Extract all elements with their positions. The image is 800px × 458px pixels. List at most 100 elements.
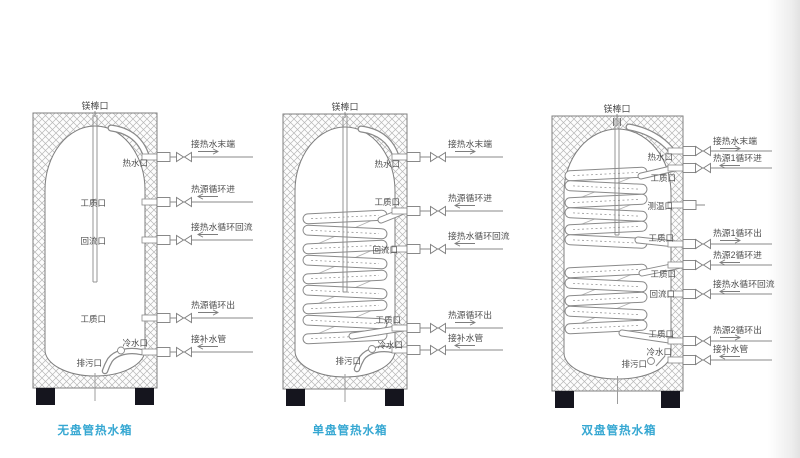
hot-outlet-tube-core	[626, 124, 674, 153]
coil-loop-dash	[573, 296, 639, 302]
pipe-ext-label: 热源2循环出	[713, 324, 762, 335]
coil-loop-tube	[302, 239, 388, 255]
coil-loop-dash	[573, 268, 639, 274]
port-label: 工质口	[650, 173, 676, 183]
tank-title: 无盘管热水箱	[57, 423, 133, 437]
pipe-ext-label: 热源2循环进	[713, 249, 762, 260]
valve-icon	[695, 288, 711, 300]
valve-icon	[695, 259, 711, 271]
pipe-ext-label: 接补水管	[191, 333, 226, 344]
port-flange	[156, 235, 171, 245]
pipe-ext-label: 接补水管	[448, 332, 483, 343]
valve-icon	[695, 145, 711, 157]
mag-port-label: 镁棒口	[81, 100, 108, 111]
cold-inlet-tube-core	[103, 349, 143, 373]
port-flange	[156, 152, 171, 162]
coil-loop	[564, 193, 648, 209]
tank-foot	[36, 388, 55, 405]
flow-arrow-icon-head	[212, 148, 219, 155]
coil-loop-dash	[573, 282, 639, 288]
valve-icon	[176, 346, 192, 358]
coil-loop	[302, 299, 388, 315]
coil-loop	[564, 305, 648, 321]
tank-cavity	[563, 128, 672, 380]
coil-loop-dash	[573, 310, 639, 316]
coil-loop	[302, 254, 388, 270]
flow-arrow-icon-head	[469, 319, 476, 326]
valve-icon	[176, 196, 192, 208]
port-label: 冷水口	[646, 347, 672, 357]
drain-label: 排污口	[76, 358, 102, 368]
port-flange	[682, 260, 697, 270]
flow-arrow-icon-head	[719, 259, 726, 266]
port-label: 工质口	[375, 315, 401, 325]
drain-label: 排污口	[621, 359, 647, 369]
hot-outlet-tube-core	[358, 126, 399, 159]
valve-icon	[176, 312, 192, 324]
port-flange	[156, 347, 171, 357]
flow-arrow-icon-head	[734, 334, 741, 341]
pipe-ext-label: 热源循环进	[191, 183, 235, 194]
coil-loop	[302, 269, 388, 285]
pipe-ext-label: 热源1循环出	[713, 227, 762, 238]
pipe-ext-label: 接热水循环回流	[191, 221, 253, 232]
port-flange	[682, 336, 697, 346]
port-label: 工质口	[80, 198, 106, 208]
coil-loop	[564, 207, 648, 222]
valve-icon	[430, 243, 446, 255]
pipe-ext-label: 接补水管	[713, 343, 748, 354]
flow-arrow-icon-head	[212, 309, 219, 316]
coil-loop	[302, 314, 388, 330]
port-flange	[682, 239, 697, 249]
coil-loop-tube	[302, 314, 388, 330]
port-flange	[682, 289, 697, 299]
stub-flange	[682, 200, 697, 210]
valve-icon	[695, 354, 711, 366]
tank-single-coil: 镁棒口热水口接热水末端工质口热源循环进回流口接热水循环回流工质口热源循环出冷水口…	[282, 101, 510, 437]
port-label: 工质口	[650, 269, 676, 279]
pipe-ext-label: 接热水末端	[713, 135, 757, 146]
tank-cavity	[44, 125, 146, 377]
port-label: 回流口	[649, 289, 675, 299]
port-label: 工质口	[374, 197, 400, 207]
port-flange	[406, 345, 421, 355]
valve-icon	[430, 151, 446, 163]
port-label: 回流口	[372, 245, 398, 255]
flow-arrow-icon-head	[734, 145, 741, 152]
pipe-ext-label: 接热水循环回流	[448, 230, 510, 241]
port-label: 工质口	[80, 314, 106, 324]
flow-arrow-icon-head	[719, 288, 726, 295]
port-label: 工质口	[648, 233, 674, 243]
valve-icon	[176, 151, 192, 163]
coil-loop	[564, 263, 648, 279]
valve-icon	[430, 205, 446, 217]
mag-port-label: 镁棒口	[331, 101, 358, 112]
coil-loop	[564, 180, 648, 195]
port-label: 热水口	[374, 159, 400, 169]
flow-arrow-icon-head	[197, 193, 204, 200]
valve-icon	[695, 238, 711, 250]
pipe-ext-label: 接热水循环回流	[713, 278, 775, 289]
coil-loop	[302, 239, 388, 255]
coil-loop	[564, 220, 648, 236]
pipe-ext-label: 热源1循环进	[713, 152, 762, 163]
coil-loop	[564, 291, 648, 307]
coil	[564, 263, 648, 335]
pipe-ext-label: 热源循环出	[448, 309, 492, 320]
drain-label: 排污口	[335, 356, 361, 366]
port-flange	[406, 206, 421, 216]
flow-arrow-icon-head	[454, 202, 461, 209]
coil-loop-dash	[573, 185, 639, 190]
flow-arrow-icon-head	[454, 240, 461, 247]
port-label: 冷水口	[377, 340, 403, 350]
coil-loop-dash	[573, 198, 639, 204]
coil-connection-tube-core	[619, 330, 679, 344]
flow-arrow-icon-head	[469, 148, 476, 155]
pipe-ext-label: 接热水末端	[191, 138, 235, 149]
tank-foot	[286, 389, 305, 406]
coil-loop	[302, 224, 388, 240]
flow-arrow-icon-head	[197, 343, 204, 350]
coil-loop-tube	[302, 269, 388, 285]
